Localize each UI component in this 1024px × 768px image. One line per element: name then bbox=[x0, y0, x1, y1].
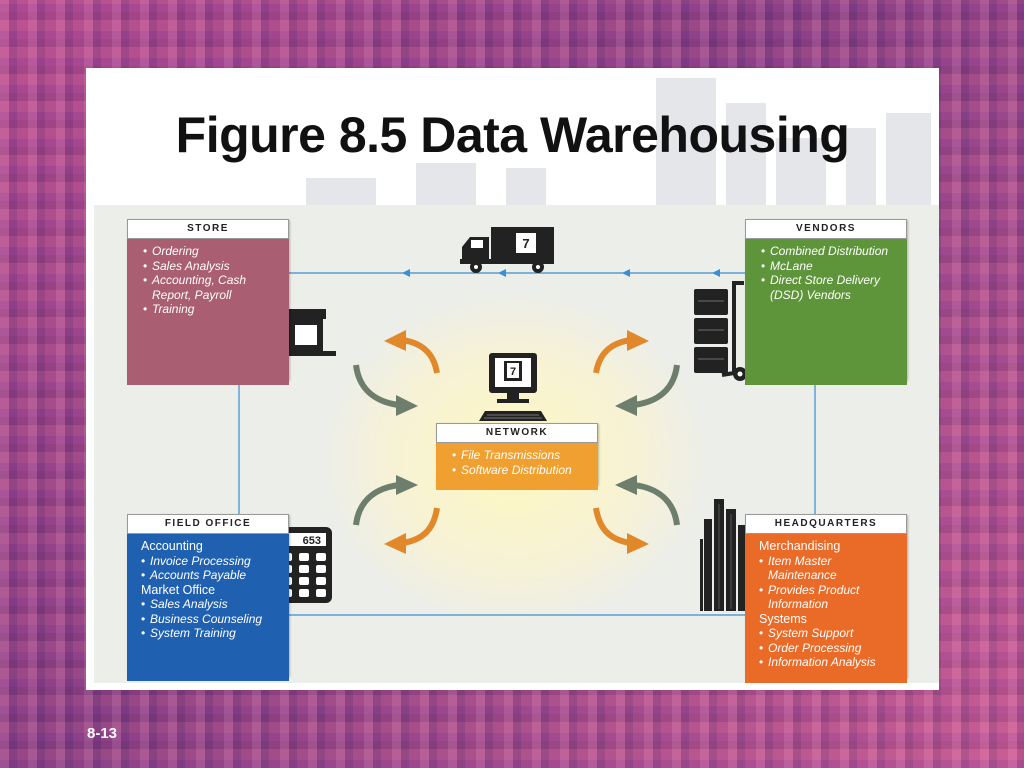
headquarters-section-merchandising: Merchandising bbox=[759, 539, 841, 553]
network-header: NETWORK bbox=[436, 423, 598, 443]
network-item: File Transmissions bbox=[452, 448, 586, 463]
store-item: Ordering bbox=[143, 244, 277, 259]
store-body: Ordering Sales Analysis Accounting, Cash… bbox=[127, 239, 289, 385]
svg-text:7: 7 bbox=[522, 236, 529, 251]
vendors-item: Direct Store Delivery (DSD) Vendors bbox=[761, 273, 895, 302]
arrow-from-headquarters bbox=[615, 475, 680, 526]
field-office-item: System Training bbox=[141, 626, 277, 641]
field-office-section-accounting: Accounting bbox=[141, 539, 203, 553]
vendors-box: VENDORS Combined Distribution McLane Dir… bbox=[745, 219, 907, 385]
arrow-to-vendors bbox=[593, 330, 649, 374]
city-skyline-background bbox=[306, 78, 931, 208]
arrow-to-headquarters bbox=[593, 507, 649, 554]
vendors-header: VENDORS bbox=[745, 219, 907, 239]
vendors-item: Combined Distribution bbox=[761, 244, 895, 259]
field-office-body: Accounting Invoice Processing Accounts P… bbox=[127, 534, 289, 681]
arrow-to-store bbox=[384, 330, 440, 374]
vendors-body: Combined Distribution McLane Direct Stor… bbox=[745, 239, 907, 385]
field-office-item: Sales Analysis bbox=[141, 597, 277, 612]
headquarters-item: System Support bbox=[759, 626, 895, 641]
headquarters-body: Merchandising Item Master Maintenance Pr… bbox=[745, 534, 907, 683]
calculator-display: 653 bbox=[303, 535, 321, 547]
field-office-section-market-office: Market Office bbox=[141, 582, 216, 597]
headquarters-item: Item Master Maintenance bbox=[759, 554, 895, 583]
arrow-from-vendors bbox=[615, 364, 680, 416]
arrow-from-store bbox=[353, 364, 418, 416]
field-office-header: FIELD OFFICE bbox=[127, 514, 289, 534]
field-office-item: Invoice Processing bbox=[141, 554, 277, 569]
headquarters-item: Information Analysis bbox=[759, 655, 895, 670]
arrow-to-field-office bbox=[384, 507, 440, 554]
store-item: Training bbox=[143, 302, 277, 317]
field-office-item: Business Counseling bbox=[141, 612, 277, 627]
computer-icon: 7 bbox=[479, 353, 547, 421]
slide-panel: Figure 8.5 Data Warehousing bbox=[86, 68, 939, 690]
store-box: STORE Ordering Sales Analysis Accounting… bbox=[127, 219, 289, 385]
data-warehousing-diagram: 7 7 bbox=[94, 205, 939, 683]
headquarters-item: Order Processing bbox=[759, 641, 895, 656]
field-office-item: Accounts Payable bbox=[141, 568, 277, 583]
connector-layer bbox=[238, 269, 816, 616]
top-connector-line bbox=[289, 269, 745, 277]
svg-text:7: 7 bbox=[510, 366, 516, 378]
headquarters-section-systems: Systems bbox=[759, 611, 807, 626]
arrow-from-field-office bbox=[353, 475, 418, 526]
store-header: STORE bbox=[127, 219, 289, 239]
headquarters-box: HEADQUARTERS Merchandising Item Master M… bbox=[745, 514, 907, 683]
network-item: Software Distribution bbox=[452, 463, 586, 478]
headquarters-item: Provides Product Information bbox=[759, 583, 895, 612]
boxes-handtruck-icon bbox=[694, 281, 747, 381]
network-box: NETWORK File Transmissions Software Dist… bbox=[436, 423, 598, 490]
store-item: Sales Analysis bbox=[143, 259, 277, 274]
headquarters-header: HEADQUARTERS bbox=[745, 514, 907, 534]
skyscraper-icon bbox=[700, 499, 746, 611]
network-body: File Transmissions Software Distribution bbox=[436, 443, 598, 490]
truck-icon: 7 bbox=[460, 227, 554, 273]
page-number: 8-13 bbox=[87, 725, 118, 742]
vendors-item: McLane bbox=[761, 259, 895, 274]
store-item: Accounting, Cash Report, Payroll bbox=[143, 273, 277, 302]
slide-title: Figure 8.5 Data Warehousing bbox=[175, 107, 850, 163]
field-office-box: FIELD OFFICE Accounting Invoice Processi… bbox=[127, 514, 289, 681]
